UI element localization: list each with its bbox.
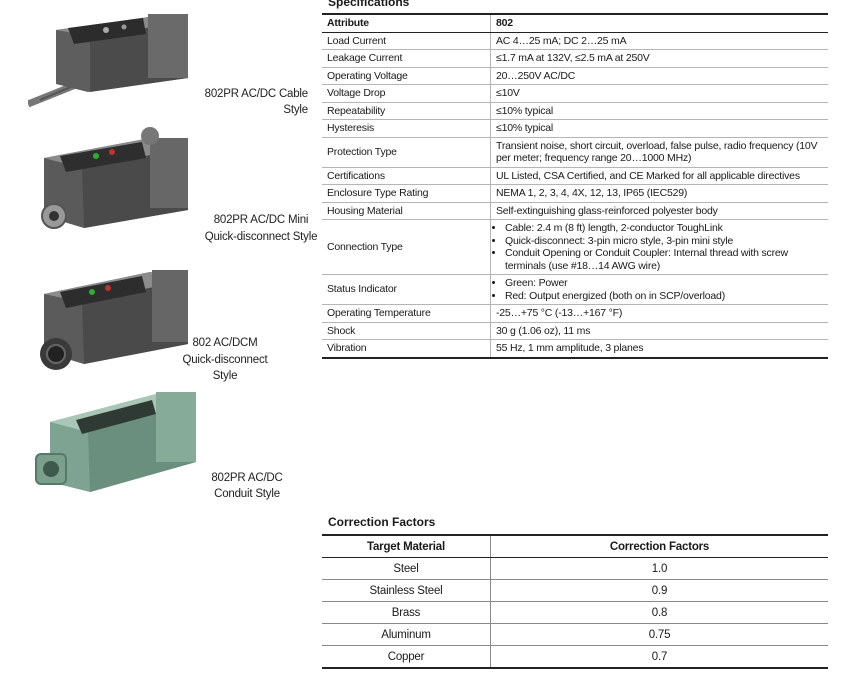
cf-factor: 0.9 [490,579,828,602]
product-caption-line2: Conduit Style [214,488,280,500]
specifications-title: Specifications [328,0,410,9]
spec-attribute: Leakage Current [322,49,491,68]
spec-bullet: Quick-disconnect: 3-pin micro style, 3-p… [505,235,823,248]
cf-header-factor: Correction Factors [490,534,828,558]
spec-value: 55 Hz, 1 mm amplitude, 3 planes [490,339,828,359]
spec-row: Leakage Current≤1.7 mA at 132V, ≤2.5 mA … [322,49,828,68]
spec-value: ≤10V [490,84,828,103]
product-caption-line1: 802 AC/DCM [192,337,258,349]
spec-attribute: Housing Material [322,202,491,220]
spec-attribute: Protection Type [322,137,491,168]
cf-material: Steel [322,557,491,580]
cf-header-material: Target Material [322,534,491,558]
spec-attribute: Load Current [322,32,491,50]
spec-value: NEMA 1, 2, 3, 4, 4X, 12, 13, IP65 (IEC52… [490,184,828,203]
spec-attribute: Voltage Drop [322,84,491,103]
cf-material: Stainless Steel [322,579,491,602]
spec-row: Status IndicatorGreen: PowerRed: Output … [322,274,828,305]
mini-qd-sensor-image [41,127,188,229]
spec-bullet: Red: Output energized (both on in SCP/ov… [505,290,823,303]
spec-attribute: Repeatability [322,102,491,120]
spec-row: Hysteresis≤10% typical [322,119,828,138]
spec-value: AC 4…25 mA; DC 2…25 mA [490,32,828,50]
product-caption-line1: 802PR AC/DC Mini [213,214,309,226]
cf-material: Brass [322,601,491,624]
spec-value: Green: PowerRed: Output energized (both … [490,274,828,305]
spec-bullet: Conduit Opening or Conduit Coupler: Inte… [505,247,823,272]
spec-attribute: Hysteresis [322,119,491,138]
spec-row: Connection Type Cable: 2.4 m (8 ft) lengt… [322,219,828,275]
cf-factor: 0.75 [490,623,828,646]
cf-factor: 0.8 [490,601,828,624]
spec-attribute: Operating Temperature [322,304,491,323]
spec-value: 30 g (1.06 oz), 11 ms [490,322,828,340]
spec-value: ≤10% typical [490,102,828,120]
spec-bullet: Green: Power [505,277,823,290]
cf-factor: 0.7 [490,645,828,669]
conduit-sensor-image [35,392,196,492]
product-caption-line2: Quick-disconnect Style [204,231,318,243]
spec-header-value: 802 [490,13,828,33]
spec-bullet: Cable: 2.4 m (8 ft) length, 2-conductor … [505,222,823,235]
dcm-qd-sensor-image [40,270,188,370]
spec-attribute: Status Indicator [322,274,491,305]
spec-value: UL Listed, CSA Certified, and CE Marked … [490,167,828,185]
spec-value: 20…250V AC/DC [490,67,828,85]
spec-row: Voltage Drop≤10V [322,84,828,103]
cable-style-sensor-image [28,14,188,108]
spec-attribute: Certifications [322,167,491,185]
product-caption-line1: 802PR AC/DC [211,472,283,484]
spec-header-attribute: Attribute [322,13,491,33]
spec-value: Self-extinguishing glass-reinforced poly… [490,202,828,220]
cf-factor: 1.0 [490,557,828,580]
spec-attribute: Operating Voltage [322,67,491,85]
spec-attribute: Shock [322,322,491,340]
spec-attribute: Enclosure Type Rating [322,184,491,203]
product-caption-line2: Quick-disconnect Style [182,354,268,382]
spec-row: Repeatability≤10% typical [322,102,828,120]
cf-material: Aluminum [322,623,491,646]
spec-attribute: Vibration [322,339,491,359]
spec-attribute: Connection Type [322,219,491,275]
spec-value: ≤10% typical [490,119,828,138]
cf-material: Copper [322,645,491,669]
product-caption: 802PR AC/DC Cable Style [204,88,309,116]
correction-factors-title: Correction Factors [328,515,436,529]
spec-value: Transient noise, short circuit, overload… [490,137,828,168]
spec-value: -25…+75 °C (-13…+167 °F) [490,304,828,323]
spec-value: ≤1.7 mA at 132V, ≤2.5 mA at 250V [490,49,828,68]
spec-value: Cable: 2.4 m (8 ft) length, 2-conductor … [490,219,828,275]
spec-row: Operating Temperature-25…+75 °C (-13…+16… [322,304,828,323]
